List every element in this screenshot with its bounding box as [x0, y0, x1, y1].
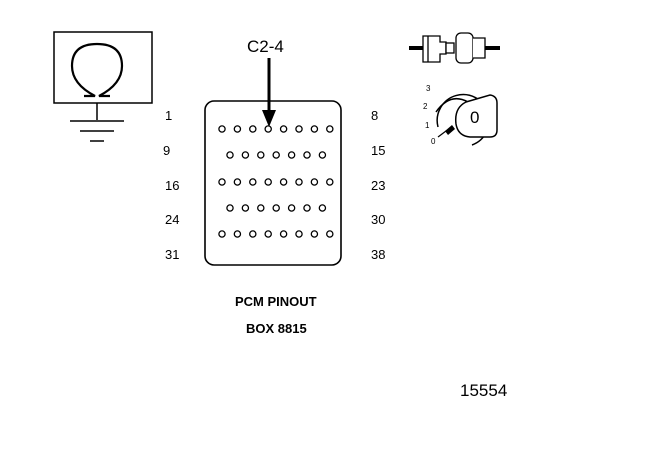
connector-pin — [218, 178, 226, 186]
callout-arrow — [262, 58, 276, 127]
connector-pin — [295, 178, 303, 186]
row-end-label: 23 — [371, 178, 386, 193]
connector-pin — [249, 230, 257, 238]
figure-number: 15554 — [460, 381, 508, 400]
connector-pin — [287, 151, 296, 159]
connector-pin — [218, 230, 226, 238]
connector-pin — [233, 230, 242, 238]
row-start-label: 24 — [165, 212, 180, 227]
connector-pin — [264, 178, 272, 186]
connector-pin — [310, 178, 319, 186]
connector-pin — [295, 125, 303, 133]
row-start-label: 9 — [163, 143, 171, 158]
connector-pin — [233, 125, 242, 133]
connector-pin — [241, 151, 250, 159]
ohmmeter-ground-icon — [53, 31, 153, 142]
connector-pin — [272, 204, 280, 212]
row-end-label: 38 — [371, 247, 386, 262]
row-end-label: 8 — [371, 108, 379, 123]
key-position-label: 1 — [425, 121, 430, 130]
connector-pin — [233, 178, 242, 186]
connector-pin — [226, 151, 234, 159]
row-start-label: 16 — [165, 178, 180, 193]
connector-pin — [326, 178, 334, 186]
connector-pin — [303, 151, 311, 159]
connector-pin — [279, 125, 288, 133]
connector-body — [204, 100, 342, 266]
key-selected-position: 0 — [470, 108, 480, 127]
connector-pin — [295, 230, 303, 238]
connector-disconnect-icon — [409, 32, 500, 64]
connector-pin — [310, 230, 319, 238]
connector-pin — [318, 204, 327, 212]
connector-pin — [310, 125, 319, 133]
caption-box: BOX 8815 — [246, 321, 307, 336]
caption-title: PCM PINOUT — [235, 294, 317, 309]
connector-pin — [326, 230, 334, 238]
row-end-label: 15 — [371, 143, 386, 158]
connector-pin — [272, 151, 280, 159]
connector-pin — [257, 151, 265, 159]
callout-label: C2-4 — [247, 37, 284, 56]
connector-pin — [303, 204, 311, 212]
key-position-label: 2 — [423, 102, 428, 111]
connector-pin — [264, 230, 272, 238]
key-position-label: 0 — [431, 137, 436, 146]
connector-pin — [287, 204, 296, 212]
connector-pin — [279, 178, 288, 186]
row-end-label: 30 — [371, 212, 386, 227]
connector-pin — [226, 204, 234, 212]
connector-pin — [279, 230, 288, 238]
key-position-label: 3 — [426, 84, 431, 93]
connector-pin — [218, 125, 226, 133]
connector-pin — [257, 204, 265, 212]
row-start-label: 31 — [165, 247, 180, 262]
connector-pin — [326, 125, 334, 133]
ignition-key-off-icon — [435, 93, 498, 146]
connector-pin — [249, 125, 257, 133]
row-start-label: 1 — [165, 108, 173, 123]
connector-pin — [318, 151, 327, 159]
connector-pins — [218, 125, 334, 238]
connector-pin — [241, 204, 250, 212]
connector-pin — [264, 125, 272, 133]
connector-pin — [249, 178, 257, 186]
